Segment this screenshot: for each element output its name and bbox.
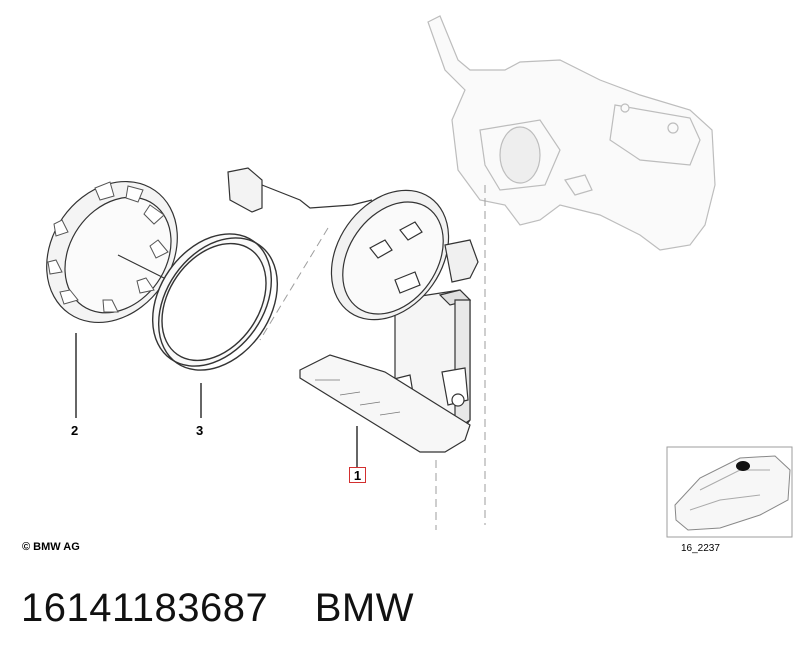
lock-ring-part xyxy=(46,180,219,324)
part-number: 16141183687 xyxy=(21,586,269,630)
part-caption: 16141183687 BMW xyxy=(21,586,414,631)
copyright-notice: © BMW AG xyxy=(22,541,80,553)
seal-ring-part xyxy=(151,233,279,371)
callout-2[interactable]: 2 xyxy=(71,423,79,438)
callout-1-highlighted[interactable]: 1 xyxy=(349,467,366,483)
vehicle-location-thumbnail xyxy=(666,446,793,538)
callout-3[interactable]: 3 xyxy=(196,423,204,438)
fuel-pump-sender-assembly xyxy=(227,167,479,453)
fuel-tank-outline xyxy=(427,15,716,251)
assembly-axes xyxy=(259,185,486,530)
drawing-number: 16_2237 xyxy=(681,543,720,554)
brand-name: BMW xyxy=(314,586,414,630)
fuel-pump-location-marker xyxy=(736,461,750,471)
